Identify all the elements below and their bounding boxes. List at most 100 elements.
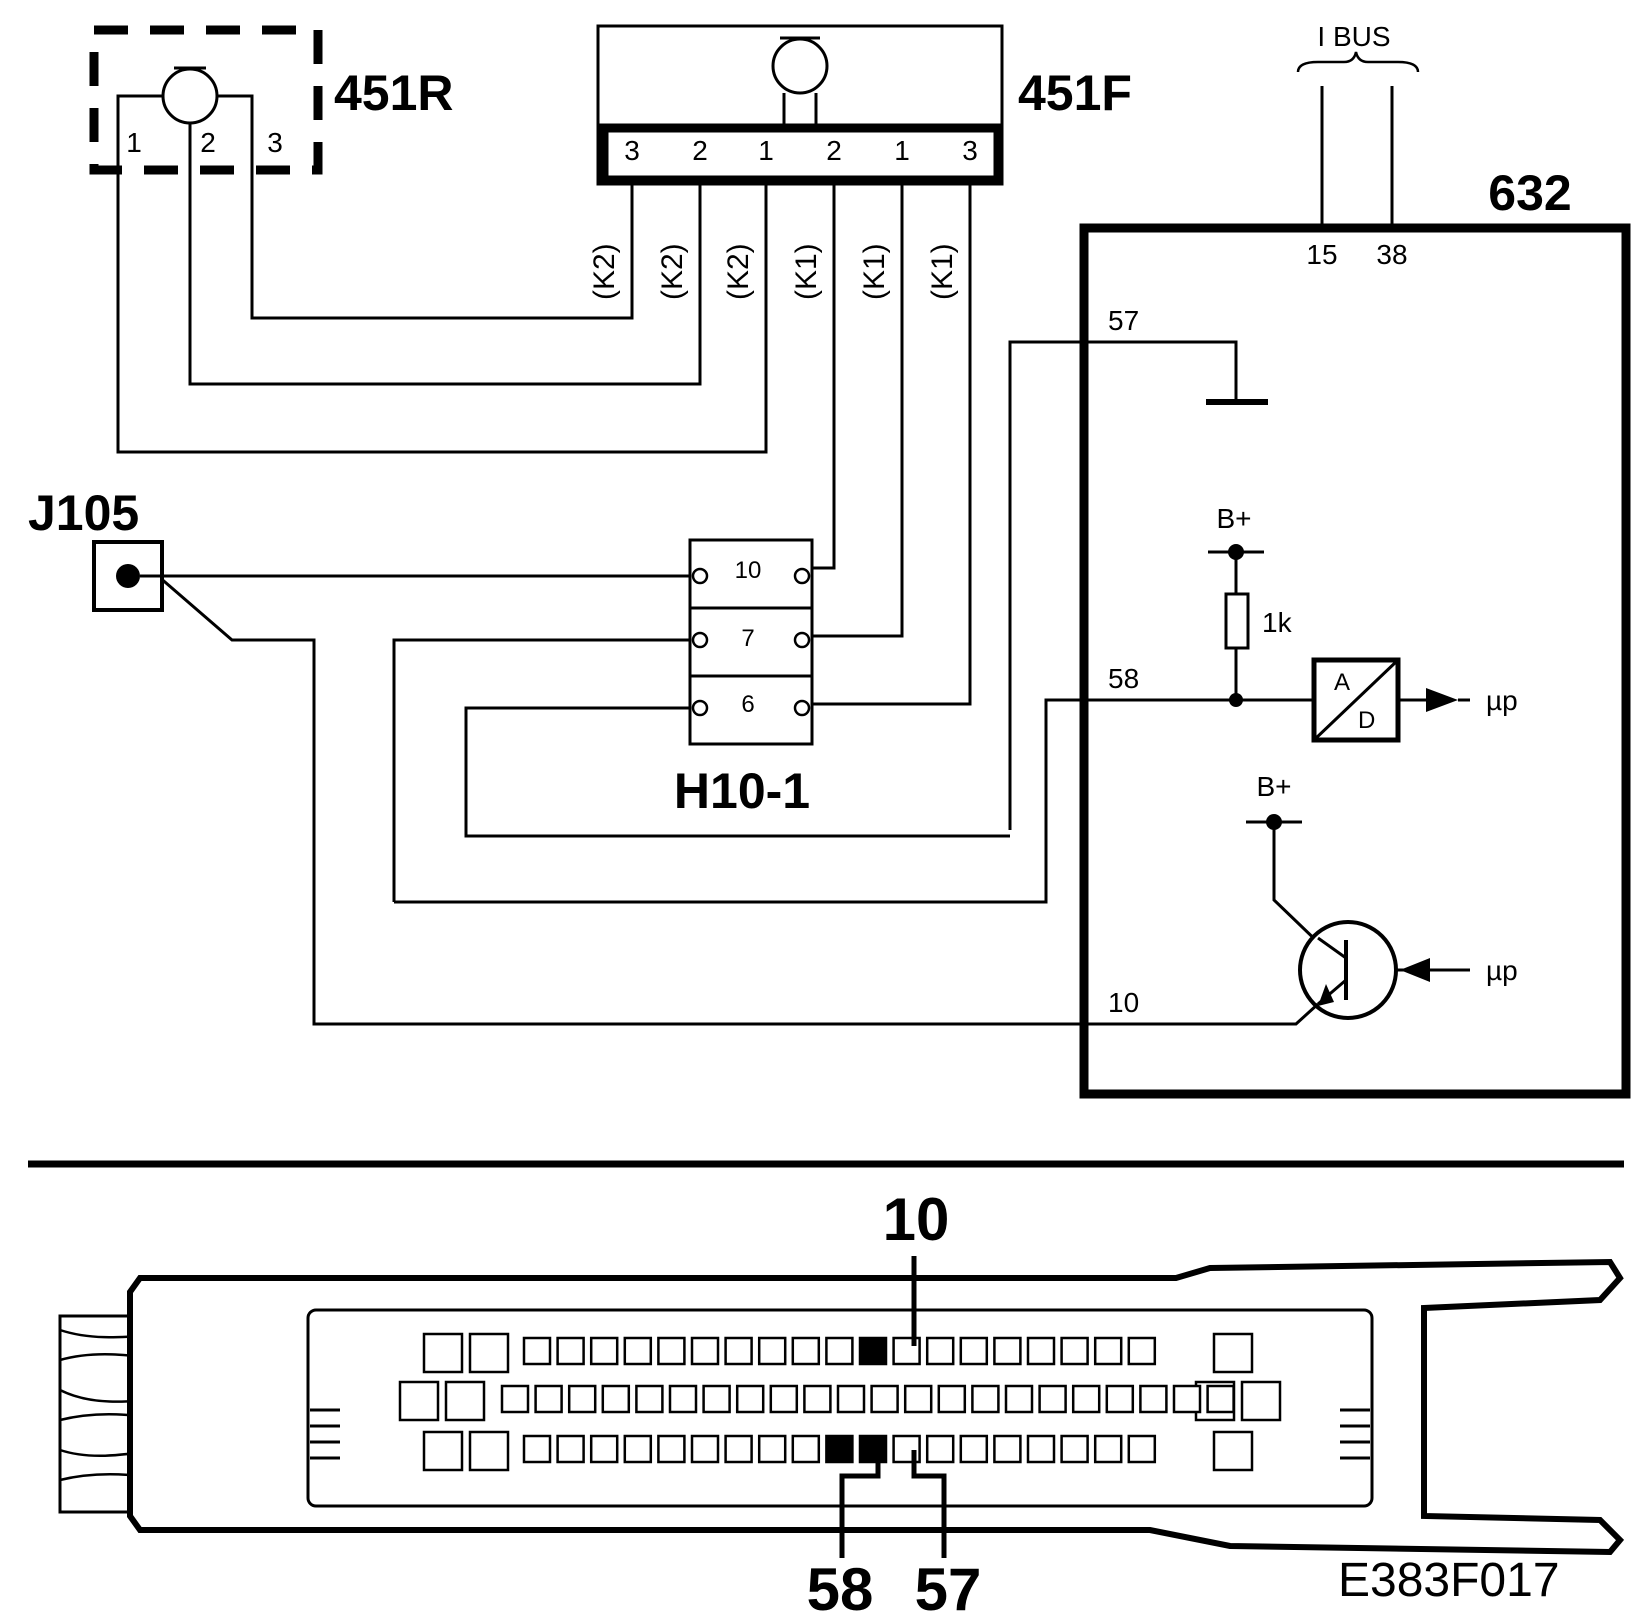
- figure-id: E383F017: [1338, 1554, 1560, 1607]
- connector-pin-cavity: [522, 1434, 552, 1464]
- resistor-icon: [1224, 592, 1250, 650]
- connector-pin-cavity: [724, 1434, 753, 1464]
- pin-label-451F: 1: [894, 135, 910, 166]
- connector-pin-cavity: [993, 1434, 1022, 1464]
- pin-15: 15: [1306, 239, 1337, 270]
- connector-pin-cavity: [690, 1336, 720, 1366]
- connector-pin-cavity: [724, 1336, 753, 1366]
- wire-k1-pin3: [812, 184, 972, 706]
- wire-codes: (K2)(K2)(K2)(K1)(K1)(K1): [588, 243, 959, 300]
- connector-pin-cavity: [769, 1384, 799, 1414]
- h10-pin: 7: [741, 625, 754, 652]
- connector-pin-cavity: [803, 1384, 832, 1414]
- connector-pin-cavity: [702, 1384, 731, 1414]
- wire-k1-pin2: [812, 184, 836, 570]
- connector-pin-cavity: [1139, 1384, 1168, 1414]
- connector-pin-cavity: [925, 1336, 955, 1366]
- connector-pin-cavity: [858, 1336, 888, 1366]
- connector-pin-cavity: [735, 1384, 765, 1414]
- connector-pin-cavity: [870, 1384, 899, 1414]
- callout-pin-58: 58: [807, 1556, 874, 1623]
- connector-pin-cavity: [1212, 1332, 1254, 1374]
- label-j105: J105: [28, 485, 139, 541]
- connector-pin-cavity: [422, 1430, 464, 1472]
- diag-connector-j105: J105: [28, 485, 690, 612]
- ibus: I BUS 15 38: [1296, 21, 1420, 270]
- connector-pin-cavity: [589, 1434, 619, 1464]
- connector-pin-cavity: [937, 1384, 967, 1414]
- connector-pin-cavity: [635, 1384, 664, 1414]
- connector-pin-cavity: [1240, 1380, 1282, 1422]
- connector-pin-cavity: [1093, 1336, 1123, 1366]
- module-632: 632 57 B+ 1k 58 A D µp B+: [157, 165, 1631, 1099]
- h10-pin: 10: [735, 557, 762, 584]
- connector-pin-cavity: [959, 1336, 989, 1366]
- connector-pin-cavity: [690, 1434, 720, 1464]
- wire-h10-pin6: [464, 706, 1010, 838]
- connector-pin-cavity: [468, 1430, 510, 1472]
- sensor-451F: 451F: [596, 24, 1132, 186]
- connector-pin-cavity: [601, 1384, 631, 1414]
- pin-label-451F: 3: [962, 135, 978, 166]
- pin-10: 10: [1108, 987, 1139, 1018]
- pin-58: 58: [1108, 663, 1139, 694]
- label-h10-1: H10-1: [674, 763, 810, 819]
- connector-pin-cavity: [444, 1380, 486, 1422]
- connector-pin-cavity: [825, 1336, 854, 1366]
- label-632: 632: [1488, 165, 1571, 221]
- connector-pin-cavity: [903, 1384, 933, 1414]
- pin-label-451F: 2: [826, 135, 842, 166]
- connector-pin-cavity: [556, 1336, 585, 1366]
- wire-code-label: (K2): [656, 243, 689, 300]
- wire-code-label: (K1): [790, 243, 823, 300]
- connector-h10-1: 10 7 6 H10-1: [674, 538, 814, 819]
- connector-pin-cavity: [1026, 1434, 1056, 1464]
- adc-a: A: [1334, 669, 1350, 696]
- wire-k2-pin2: [188, 168, 702, 386]
- connector-pin-cavity: [858, 1434, 888, 1464]
- pin-57: 57: [1108, 305, 1139, 336]
- adc-d: D: [1358, 707, 1375, 734]
- connector-pin-cavity: [657, 1434, 686, 1464]
- connector-pin-cavity: [757, 1336, 787, 1366]
- connector-pin-cavity: [1060, 1434, 1089, 1464]
- label-451F: 451F: [1018, 65, 1132, 121]
- bplus-label: B+: [1216, 503, 1251, 534]
- callout-pin-57: 57: [915, 1556, 982, 1623]
- connector-pin-cavity: [971, 1384, 1000, 1414]
- connector-pin-cavity: [925, 1434, 955, 1464]
- wire-code-label: (K1): [926, 243, 959, 300]
- connector-pin-cavity: [422, 1332, 464, 1374]
- connector-pin-cavity: [500, 1384, 530, 1414]
- connector-pin-cavity: [959, 1434, 989, 1464]
- connector-pin-cavity: [1004, 1384, 1034, 1414]
- connector-pin-cavity: [825, 1434, 854, 1464]
- connector-pin-cavity: [1212, 1430, 1254, 1472]
- connector-pin-cavity: [567, 1384, 597, 1414]
- sensor-451R: 1 2 3 451R: [89, 25, 454, 175]
- pin-38: 38: [1376, 239, 1407, 270]
- connector-pin-cavity: [534, 1384, 563, 1414]
- connector-pin-cavity: [1071, 1384, 1101, 1414]
- pin-label-451F: 3: [624, 135, 640, 166]
- resistor-label: 1k: [1262, 607, 1293, 638]
- ibus-label: I BUS: [1317, 21, 1390, 52]
- callout-pin-10: 10: [883, 1186, 950, 1253]
- pin-label-451F: 2: [692, 135, 708, 166]
- pin-label: 2: [200, 127, 216, 158]
- label-451R: 451R: [334, 65, 454, 121]
- connector-pin-cavity: [1026, 1336, 1056, 1366]
- connector-pin-cavity: [791, 1434, 821, 1464]
- bplus-label-2: B+: [1256, 771, 1291, 802]
- connector-pin-cavity: [1105, 1384, 1135, 1414]
- connector-pin-cavity: [623, 1434, 653, 1464]
- pin-label: 3: [267, 127, 283, 158]
- connector-pin-cavity: [1127, 1336, 1157, 1366]
- wire-k2-pin3: [250, 168, 634, 320]
- connector-pin-cavity: [398, 1380, 440, 1422]
- mp-label-2: µp: [1486, 955, 1518, 986]
- connector-pin-cavity: [1172, 1384, 1202, 1414]
- connector-pin-cavity: [757, 1434, 787, 1464]
